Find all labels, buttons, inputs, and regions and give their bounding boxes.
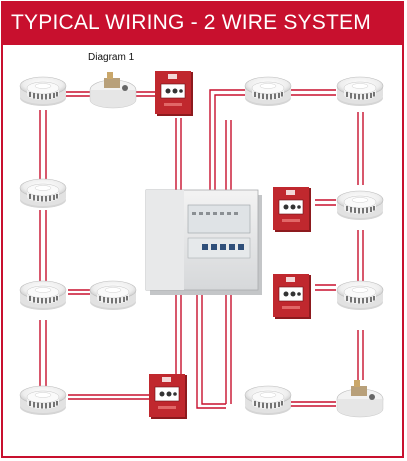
control-panel (145, 189, 262, 295)
smoke-detector-icon (19, 76, 67, 107)
smoke-detector-icon (89, 280, 137, 311)
diagram-1-label: Diagram 1 (88, 52, 135, 63)
open-detector-base-bottom-right (336, 380, 384, 418)
open-detector-base-diagram-1 (89, 72, 137, 109)
page-title: TYPICAL WIRING - 2 WIRE SYSTEM (11, 11, 371, 34)
smoke-detector-icon (336, 76, 384, 107)
title-bar: TYPICAL WIRING - 2 WIRE SYSTEM (3, 3, 402, 45)
call-point-icon (154, 70, 194, 117)
smoke-detector-icon (244, 76, 292, 107)
smoke-detector-icon (19, 280, 67, 311)
smoke-detector-icon (336, 280, 384, 311)
smoke-detector-icon (244, 385, 292, 416)
smoke-detector-icon (19, 385, 67, 416)
call-point-icon (272, 273, 312, 320)
smoke-detector-icon (336, 190, 384, 221)
call-point-icon (148, 373, 188, 420)
call-point-icon (272, 186, 312, 233)
smoke-detector-icon (19, 178, 67, 209)
